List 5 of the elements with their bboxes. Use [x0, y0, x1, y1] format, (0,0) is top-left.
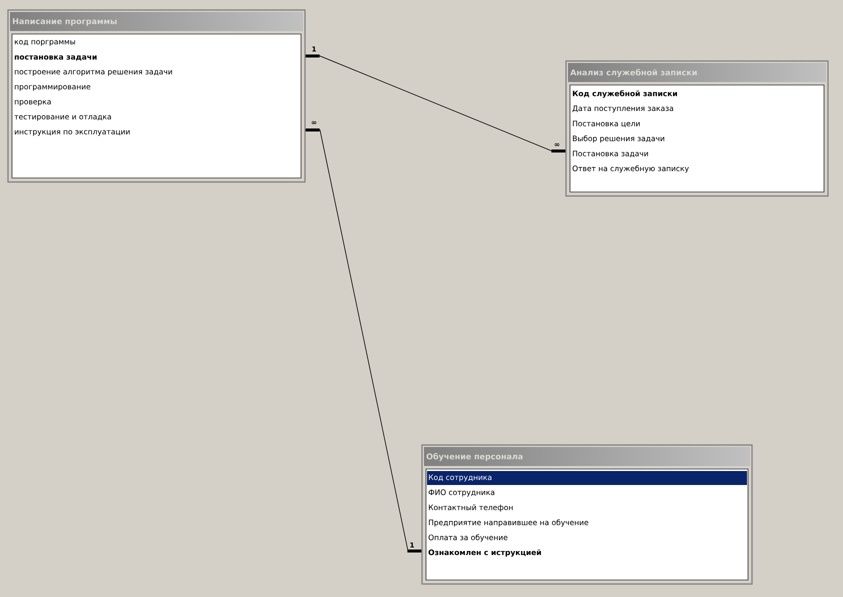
relationship-line: [306, 54, 566, 152]
table-title: Написание программы: [12, 18, 117, 26]
table-title: Анализ служебной записки: [570, 68, 697, 78]
relationship-line: [306, 128, 422, 552]
table-title: Обучение персонала: [426, 452, 523, 462]
